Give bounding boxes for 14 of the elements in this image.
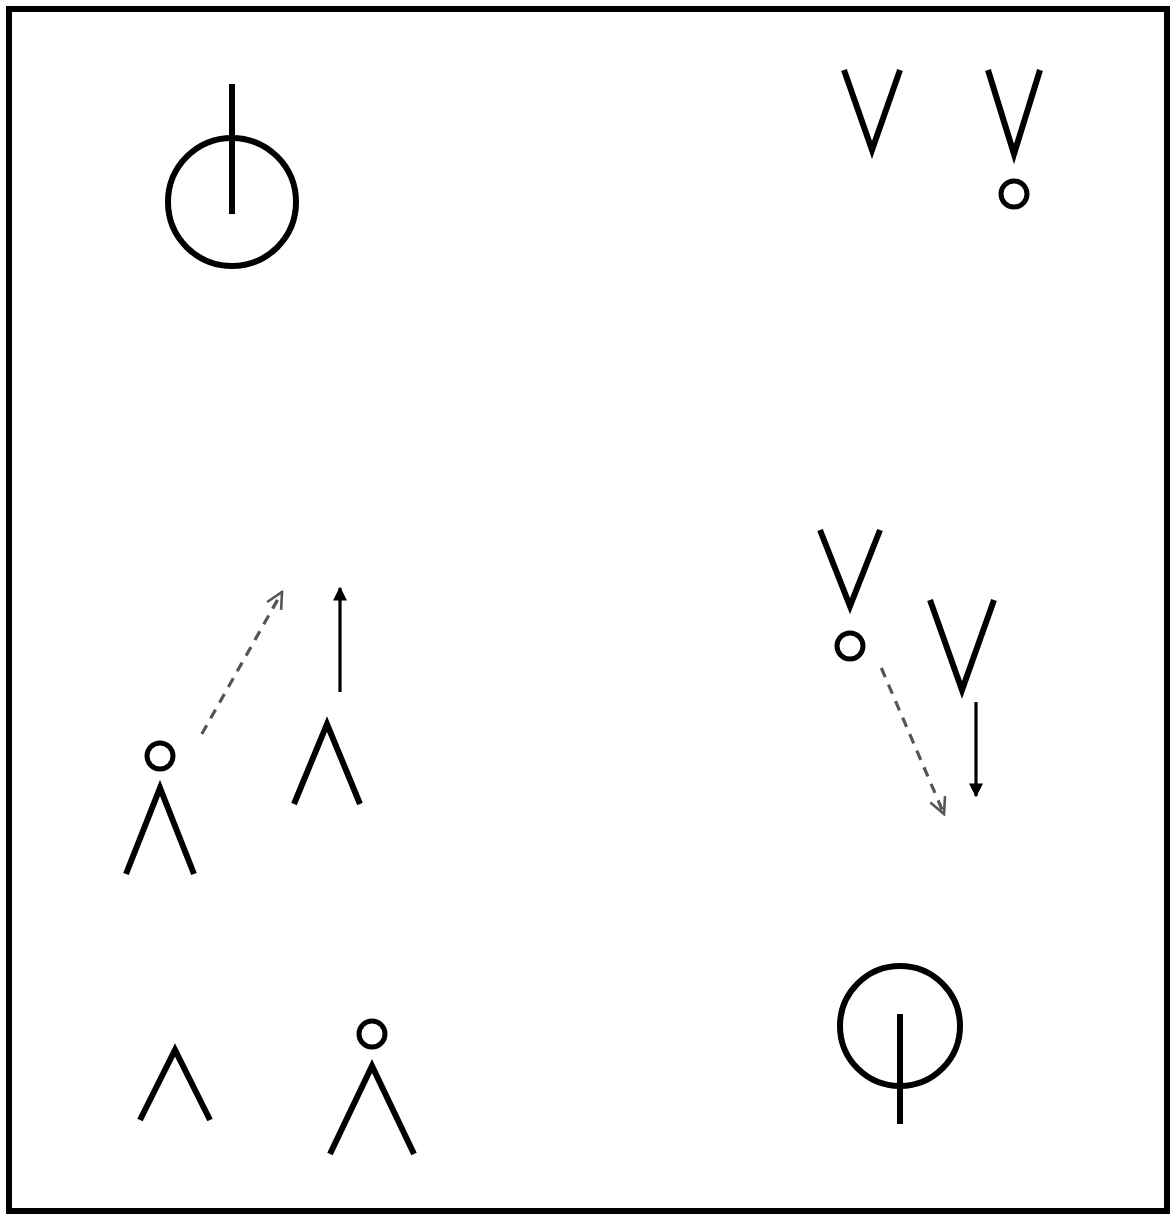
caret-symbol <box>290 720 364 808</box>
dashed-arrow <box>879 667 947 816</box>
vee-symbol <box>926 596 998 694</box>
dotted-caret-symbol <box>326 1016 418 1158</box>
dashed-arrow <box>200 590 284 735</box>
arrow <box>333 586 347 692</box>
circle-stem-symbol <box>836 962 964 1124</box>
dotted-vee-symbol <box>984 66 1044 212</box>
dotted-caret-symbol <box>122 738 198 878</box>
caret-symbol <box>136 1046 214 1124</box>
vee-symbol <box>840 66 904 154</box>
arrow <box>969 702 983 798</box>
circle-stem-symbol <box>164 84 300 270</box>
dotted-vee-symbol <box>816 526 884 664</box>
